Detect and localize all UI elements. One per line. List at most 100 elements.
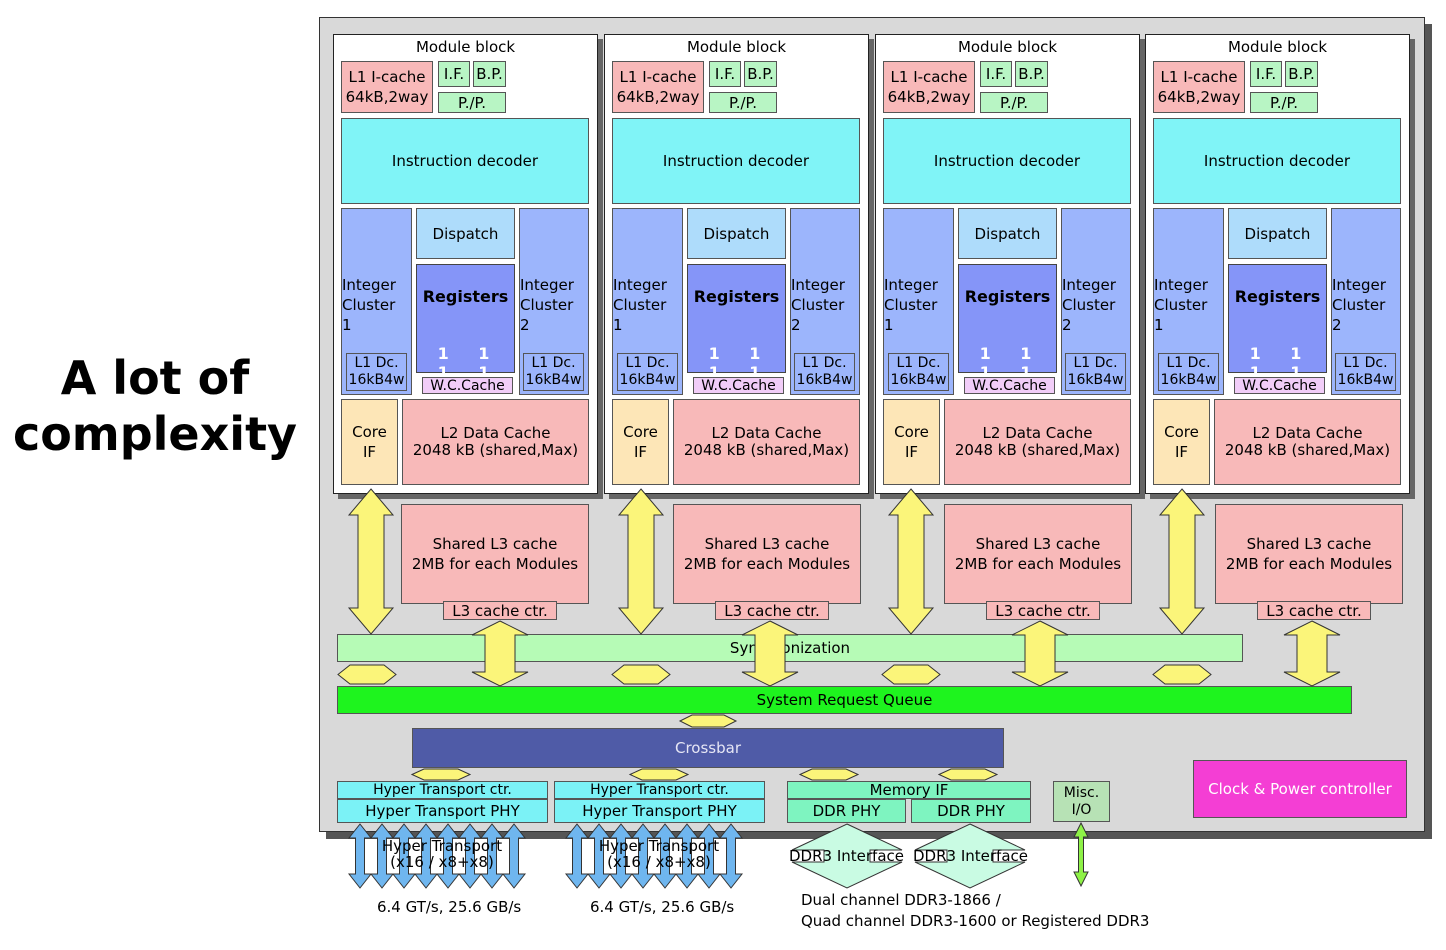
ddr3-interface-2: DDR3 Interface [913,847,1028,865]
ht-link-label-1: Hyper Transport(x16 / x8+x8) [381,837,503,871]
sync-srq-connector-1 [337,664,397,685]
ddr-phy-1: DDR PHY [787,799,906,823]
misc-label: Misc. [1063,784,1100,801]
write-combining-cache: W.C.Cache [422,377,513,394]
ddr-phy-2: DDR PHY [911,799,1031,823]
ht-phy-1: Hyper Transport PHY [337,799,548,823]
ht-link-arrow [696,823,722,889]
l3-cache-ctr-4: L3 cache ctr. [1257,601,1371,620]
ddr-support-note: Dual channel DDR3-1866 / Quad channel DD… [801,890,1149,932]
l1-dcache-2: L1 Dc.16kB4w [1335,353,1396,391]
branch-prediction: B.P. [473,61,506,87]
misc-io-arrow [1073,821,1089,888]
l1-dcache-2: L1 Dc.16kB4w [794,353,855,391]
ht-phy-label: Hyper Transport PHY [582,802,737,820]
l3-to-srq-arrow-4 [1283,620,1341,687]
clock-label: Clock & Power controller [1208,780,1392,798]
ht-link-arrow [674,823,700,889]
instruction-decoder: Instruction decoder [341,118,589,204]
sync-srq-connector-2 [611,664,671,685]
module-label: Module block [957,38,1058,56]
core-to-sync-arrow-1 [347,488,395,635]
ht-link-arrow [457,823,483,889]
ddr3-arrow-2 [914,823,1026,889]
instruction-decoder: Instruction decoder [883,118,1131,204]
crossbar-label: Crossbar [675,739,741,757]
clock-power-controller: Clock & Power controller [1193,760,1407,818]
ht-ctr-label: Hyper Transport ctr. [373,782,512,798]
l1-dcache-2: L1 Dc.16kB4w [523,353,584,391]
l3-cache-ctr-3: L3 cache ctr. [986,601,1100,620]
ht-phy-2: Hyper Transport PHY [554,799,765,823]
write-combining-cache: W.C.Cache [1234,377,1325,394]
io-label: I/O [1071,801,1092,818]
ht-phy-label: Hyper Transport PHY [365,802,520,820]
dispatch: Dispatch [416,208,515,259]
pre-decode: P./P. [980,92,1048,113]
l1-dcache-2: L1 Dc.16kB4w [1065,353,1126,391]
ddr3-arrow-1 [791,823,903,889]
ddr-phy-label: DDR PHY [937,802,1005,820]
srq-crossbar-connector [678,714,738,728]
instruction-fetch: I.F. [980,61,1012,87]
core-to-sync-arrow-2 [617,488,665,635]
l3-cache-ctr-2: L3 cache ctr. [715,601,829,620]
ddr-phy-label: DDR PHY [812,802,881,820]
ht-ctr-label: Hyper Transport ctr. [590,782,729,798]
ht-link-arrow [369,823,395,889]
branch-prediction: B.P. [1285,61,1318,87]
ht-link-arrow [479,823,505,889]
ht-link-arrow [347,823,373,889]
registers: Registers 1 1 1 1 [687,264,786,382]
instruction-fetch: I.F. [438,61,470,87]
sync-srq-connector-4 [1152,664,1212,685]
ht-link-arrow [608,823,634,889]
l3-to-srq-arrow-2 [741,620,799,687]
module-label: Module block [686,38,787,56]
memory-if-label: Memory IF [869,781,949,799]
pre-decode: P./P. [709,92,777,113]
ddr-note-line-2: Quad channel DDR3-1600 or Registered DDR… [801,912,1150,930]
branch-prediction: B.P. [1015,61,1048,87]
dispatch: Dispatch [687,208,786,259]
ht-link-arrow [586,823,612,889]
ht-link-arrow [718,823,744,889]
ht-link-arrow [391,823,417,889]
l1-dcache-1: L1 Dc.16kB4w [346,353,407,391]
instruction-fetch: I.F. [1250,61,1282,87]
ht-link-label-2: Hyper Transport(x16 / x8+x8) [598,837,720,871]
crossbar-io-connector-1 [410,768,472,781]
dispatch: Dispatch [958,208,1057,259]
ht-link-arrow [435,823,461,889]
core-to-sync-arrow-3 [887,488,935,635]
pre-decode: P./P. [1250,92,1318,113]
ht-link-arrow [630,823,656,889]
ht-speed-1: 6.4 GT/s, 25.6 GB/s [377,898,522,916]
registers: Registers 1 1 1 1 [958,264,1057,382]
ht-link-arrow [501,823,527,889]
ht-link-arrow [564,823,590,889]
crossbar-io-connector-4 [937,768,999,781]
system-request-queue: System Request Queue [337,686,1352,714]
crossbar: Crossbar [412,728,1004,768]
ht-link-arrow [652,823,678,889]
